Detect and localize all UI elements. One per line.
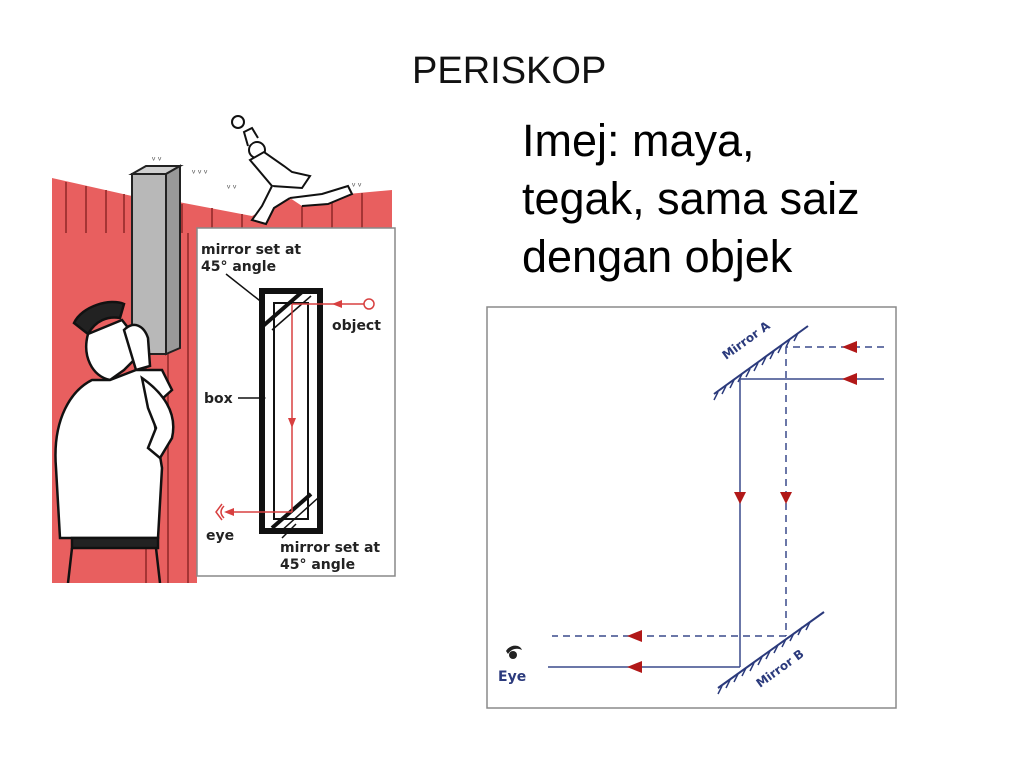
cross-section-panel: mirror set at 45° angle object box eye m…	[196, 227, 396, 577]
label-box: box	[204, 391, 233, 407]
svg-text:ᵥ ᵥ: ᵥ ᵥ	[351, 178, 362, 189]
svg-text:ᵥ ᵥ ᵥ: ᵥ ᵥ ᵥ	[191, 165, 208, 176]
image-description-line: Imej: maya,	[522, 115, 755, 166]
label-mirror-top-1: mirror set at	[201, 242, 301, 258]
svg-text:ᵥ ᵥ: ᵥ ᵥ	[151, 152, 162, 163]
label-mirror-bottom-1: mirror set at	[280, 540, 380, 556]
ray-arrows	[627, 341, 857, 673]
ray-diagram: Mirror A Mirror B	[486, 306, 897, 709]
svg-text:ᵥ ᵥ: ᵥ ᵥ	[226, 180, 237, 191]
eye-icon	[506, 645, 522, 659]
solid-ray	[548, 378, 884, 668]
image-description: Imej: maya, tegak, sama saiz dengan obje…	[522, 112, 942, 286]
image-description-line: tegak, sama saiz	[522, 173, 860, 224]
label-eye: Eye	[498, 669, 526, 685]
boy-with-periscope	[54, 300, 175, 583]
running-boy	[231, 115, 354, 226]
mirror-b	[717, 611, 825, 695]
label-mirror-top-2: 45° angle	[201, 259, 276, 275]
label-object: object	[332, 318, 381, 334]
dashed-ray	[552, 346, 884, 637]
label-mirror-bottom-2: 45° angle	[280, 557, 355, 573]
label-eye: eye	[206, 528, 234, 544]
image-description-line: dengan objek	[522, 231, 793, 282]
mirror-a	[713, 325, 809, 401]
slide-title: PERISKOP	[412, 50, 607, 92]
bushes: ᵥ ᵥ ᵥ ᵥ ᵥ ᵥ ᵥ ᵥ ᵥ	[151, 152, 362, 191]
diagram-frame	[486, 306, 897, 709]
periscope-illustration: ᵥ ᵥ ᵥ ᵥ ᵥ ᵥ ᵥ ᵥ ᵥ	[52, 115, 396, 583]
eye-icon	[215, 503, 225, 521]
